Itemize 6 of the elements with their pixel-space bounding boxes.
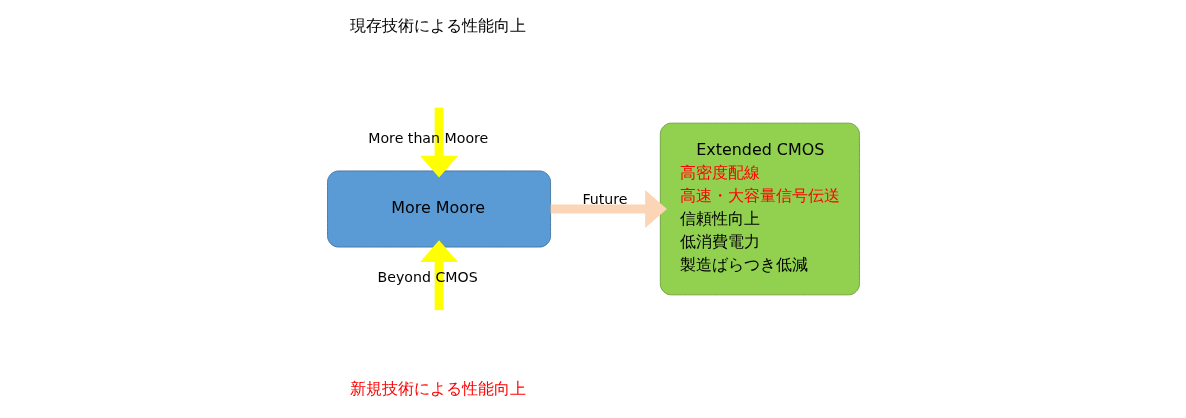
label: 現存技術による性能向上	[349, 16, 526, 36]
node-box: More Moore	[326, 170, 551, 248]
node-box: Extended CMOS 高密度配線 高速・大容量信号伝送 信頼性向上 低消費電力 製造ばらつき低減	[659, 122, 860, 296]
arrow	[550, 189, 667, 229]
edge-label: Future	[581, 191, 628, 208]
label: 新規技術による性能向上	[349, 379, 526, 399]
